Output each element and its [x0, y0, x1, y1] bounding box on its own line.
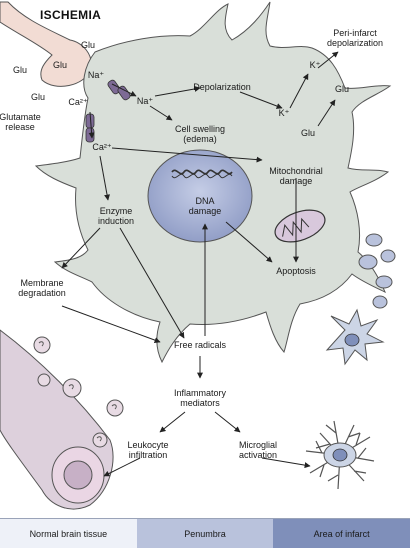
label-cell-swelling: Cell swelling (edema): [174, 124, 226, 144]
arrow-na-to-swelling: [149, 105, 173, 121]
legend-label-infarct: Area of infarct: [313, 528, 370, 539]
zone-legend: Normal brain tissue Penumbra Area of inf…: [0, 518, 410, 548]
label-microglial-activation: Microglial activation: [238, 440, 278, 460]
dna-strand-icon: [171, 169, 233, 175]
label-enzyme-induction: Enzyme induction: [97, 206, 135, 226]
legend-zone-penumbra: Penumbra: [136, 519, 274, 548]
label-inflammatory-mediators: Inflammatory mediators: [173, 388, 227, 408]
label-k-in: K⁺: [278, 108, 290, 118]
axon-terminal: [0, 1, 92, 87]
label-apoptosis: Apoptosis: [276, 266, 316, 276]
arrow-ca-ext-to-ca-int: [88, 111, 95, 139]
arrow-enzyme-to-free-radicals: [119, 227, 185, 339]
sodium-channel-icon: [107, 79, 121, 95]
label-membrane-degradation: Membrane degradation: [18, 278, 66, 298]
label-na-int: Na⁺: [136, 96, 154, 106]
diagram-title: ISCHEMIA: [40, 8, 102, 22]
mitochondrion-icon: [274, 209, 326, 243]
label-ca-ext: Ca²⁺: [68, 97, 88, 107]
arrow-na-to-depolarization: [154, 85, 201, 97]
arrow-glu-int-to-glu-out: [317, 99, 336, 127]
legend-zone-infarct: Area of infarct: [273, 519, 410, 548]
label-ca-int: Ca²⁺: [92, 142, 112, 152]
arrow-dna-to-apoptosis: [225, 221, 273, 263]
arrow-inflammatory-to-leukocyte: [159, 411, 186, 433]
arrow-inflammatory-to-microglial: [214, 411, 241, 433]
label-na-ext: Na⁺: [87, 70, 105, 80]
arrow-depol-to-k: [239, 91, 283, 109]
nucleus: [147, 149, 253, 243]
label-leukocyte-infiltration: Leukocyte infiltration: [127, 440, 169, 460]
label-glu-1: Glu: [80, 40, 96, 50]
arrow-membrane-to-free-radicals: [61, 305, 161, 343]
arrow-enzyme-to-membrane: [61, 227, 101, 269]
legend-label-normal: Normal brain tissue: [29, 528, 108, 539]
label-mitochondrial-damage: Mitochondrial damage: [269, 166, 323, 186]
label-glu-5: Glu: [334, 84, 350, 94]
activated-microglia: [305, 420, 375, 490]
apoptotic-bodies: [358, 233, 396, 309]
arrow-leukocyte-to-vessel: [103, 457, 141, 477]
label-free-radicals: Free radicals: [173, 340, 227, 350]
label-k-out: K⁺: [309, 60, 321, 70]
arrow-microglial-to-microglia: [261, 457, 311, 469]
arrow-ca-to-enzyme: [99, 155, 110, 201]
legend-zone-normal: Normal brain tissue: [0, 519, 137, 548]
arrow-k-out-to-peri: [317, 51, 339, 69]
arrow-ca-to-mito: [111, 147, 263, 163]
arrow-k-to-k-out: [289, 73, 309, 109]
label-glu-6: Glu: [300, 128, 316, 138]
arrow-na-to-na-int: [111, 83, 137, 97]
legend-label-penumbra: Penumbra: [184, 528, 226, 539]
label-glu-4: Glu: [30, 92, 46, 102]
label-glutamate-release: Glutamate release: [0, 112, 41, 132]
label-glu-3: Glu: [52, 60, 68, 70]
label-peri-infarct-depolarization: Peri-infarct depolarization: [326, 28, 384, 48]
label-glu-2: Glu: [12, 65, 28, 75]
label-dna-damage: DNA damage: [188, 196, 222, 216]
label-depolarization: Depolarization: [193, 82, 251, 92]
red-blood-cells: [33, 336, 124, 448]
